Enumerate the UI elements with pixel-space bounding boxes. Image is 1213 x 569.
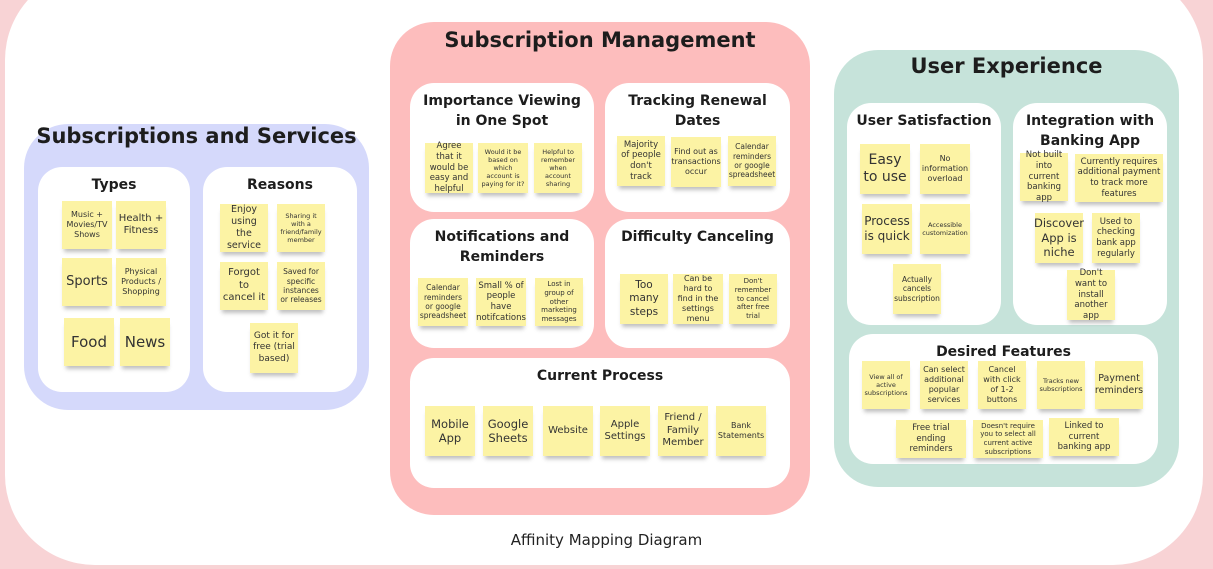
sticky-note: Google Sheets — [483, 406, 533, 456]
sticky-note: Can select additional popular services — [920, 361, 968, 409]
cluster-title: Importance Viewing in One Spot — [423, 93, 581, 129]
cluster-title: Types — [91, 177, 137, 193]
sticky-note: Process is quick — [862, 204, 912, 254]
sticky-note: Majority of people don't track — [617, 136, 665, 186]
sticky-note: Health + Fitness — [116, 201, 166, 249]
sticky-note: Enjoy using the service — [220, 204, 268, 252]
sticky-note: Free trial ending reminders — [896, 420, 966, 458]
group-title: Subscription Management — [444, 28, 756, 52]
sticky-note: Don't remember to cancel after free tria… — [729, 274, 777, 324]
sticky-note: Too many steps — [620, 274, 668, 324]
group-title: User Experience — [910, 54, 1103, 78]
sticky-note: Accessible customization — [920, 204, 970, 254]
sticky-note: Tracks new subscriptions — [1037, 361, 1085, 409]
cluster-title: Notifications and Reminders — [434, 229, 570, 265]
cluster-title: Difficulty Canceling — [621, 229, 774, 245]
sticky-note: Helpful to remember when account sharing — [534, 143, 582, 193]
sticky-note: Payment reminders — [1095, 361, 1143, 409]
sticky-note: Linked to current banking app — [1049, 418, 1119, 456]
sticky-note: News — [120, 318, 170, 366]
sticky-note: Can be hard to find in the settings menu — [673, 274, 723, 324]
diagram-caption: Affinity Mapping Diagram — [510, 531, 703, 549]
sticky-note: Sharing it with a friend/family member — [277, 204, 325, 252]
group-title: Subscriptions and Services — [36, 124, 357, 148]
cluster-title: Desired Features — [936, 344, 1071, 360]
sticky-note: Don't want to install another app — [1067, 268, 1115, 321]
sticky-note: Used to checking bank app regularly — [1092, 213, 1140, 263]
sticky-note: Calendar reminders or google spreadsheet — [418, 278, 468, 326]
sticky-note: Discover App is niche — [1034, 213, 1084, 263]
sticky-note: Friend / Family Member — [658, 406, 708, 456]
sticky-note: Calendar reminders or google spreadsheet — [728, 136, 776, 186]
sticky-note: Doesn't require you to select all curren… — [973, 420, 1043, 458]
sticky-note: Apple Settings — [600, 406, 650, 456]
sticky-note: Lost in group of other marketing message… — [535, 278, 583, 326]
cluster-title: Tracking Renewal Dates — [628, 93, 767, 129]
sticky-note: Saved for specific instances or releases — [277, 262, 325, 310]
sticky-note: Currently requires additional payment to… — [1075, 154, 1163, 202]
sticky-note: Got it for free (trial based) — [250, 323, 298, 373]
sticky-note: View all of active subscriptions — [862, 361, 910, 409]
sticky-note: Mobile App — [425, 406, 475, 456]
sticky-note: Forgot to cancel it — [220, 262, 268, 310]
sticky-note: Actually cancels subscription — [893, 264, 941, 314]
sticky-note: Music + Movies/TV Shows — [62, 201, 112, 249]
sticky-note: Easy to use — [860, 144, 910, 194]
sticky-note: Agree that it would be easy and helpful — [425, 141, 473, 194]
cluster-title: Current Process — [536, 368, 664, 384]
sticky-note: No information overload — [920, 144, 970, 194]
sticky-note: Not built into current banking app — [1020, 150, 1068, 203]
cluster-title: Reasons — [247, 177, 313, 193]
cluster-title: User Satisfaction — [856, 113, 992, 129]
sticky-note: Bank Statements — [716, 406, 766, 456]
sticky-note: Small % of people have notifcations — [476, 278, 526, 326]
sticky-note: Find out as transactions occur — [671, 137, 721, 187]
cluster-title: Integration with Banking App — [1025, 113, 1155, 149]
sticky-note: Food — [64, 318, 114, 366]
sticky-note: Cancel with click of 1-2 buttons — [978, 361, 1026, 409]
sticky-note: Would it be based on which account is pa… — [478, 143, 528, 193]
sticky-note: Physical Products / Shopping — [116, 258, 166, 306]
sticky-note: Sports — [62, 258, 112, 306]
sticky-note: Website — [543, 406, 593, 456]
